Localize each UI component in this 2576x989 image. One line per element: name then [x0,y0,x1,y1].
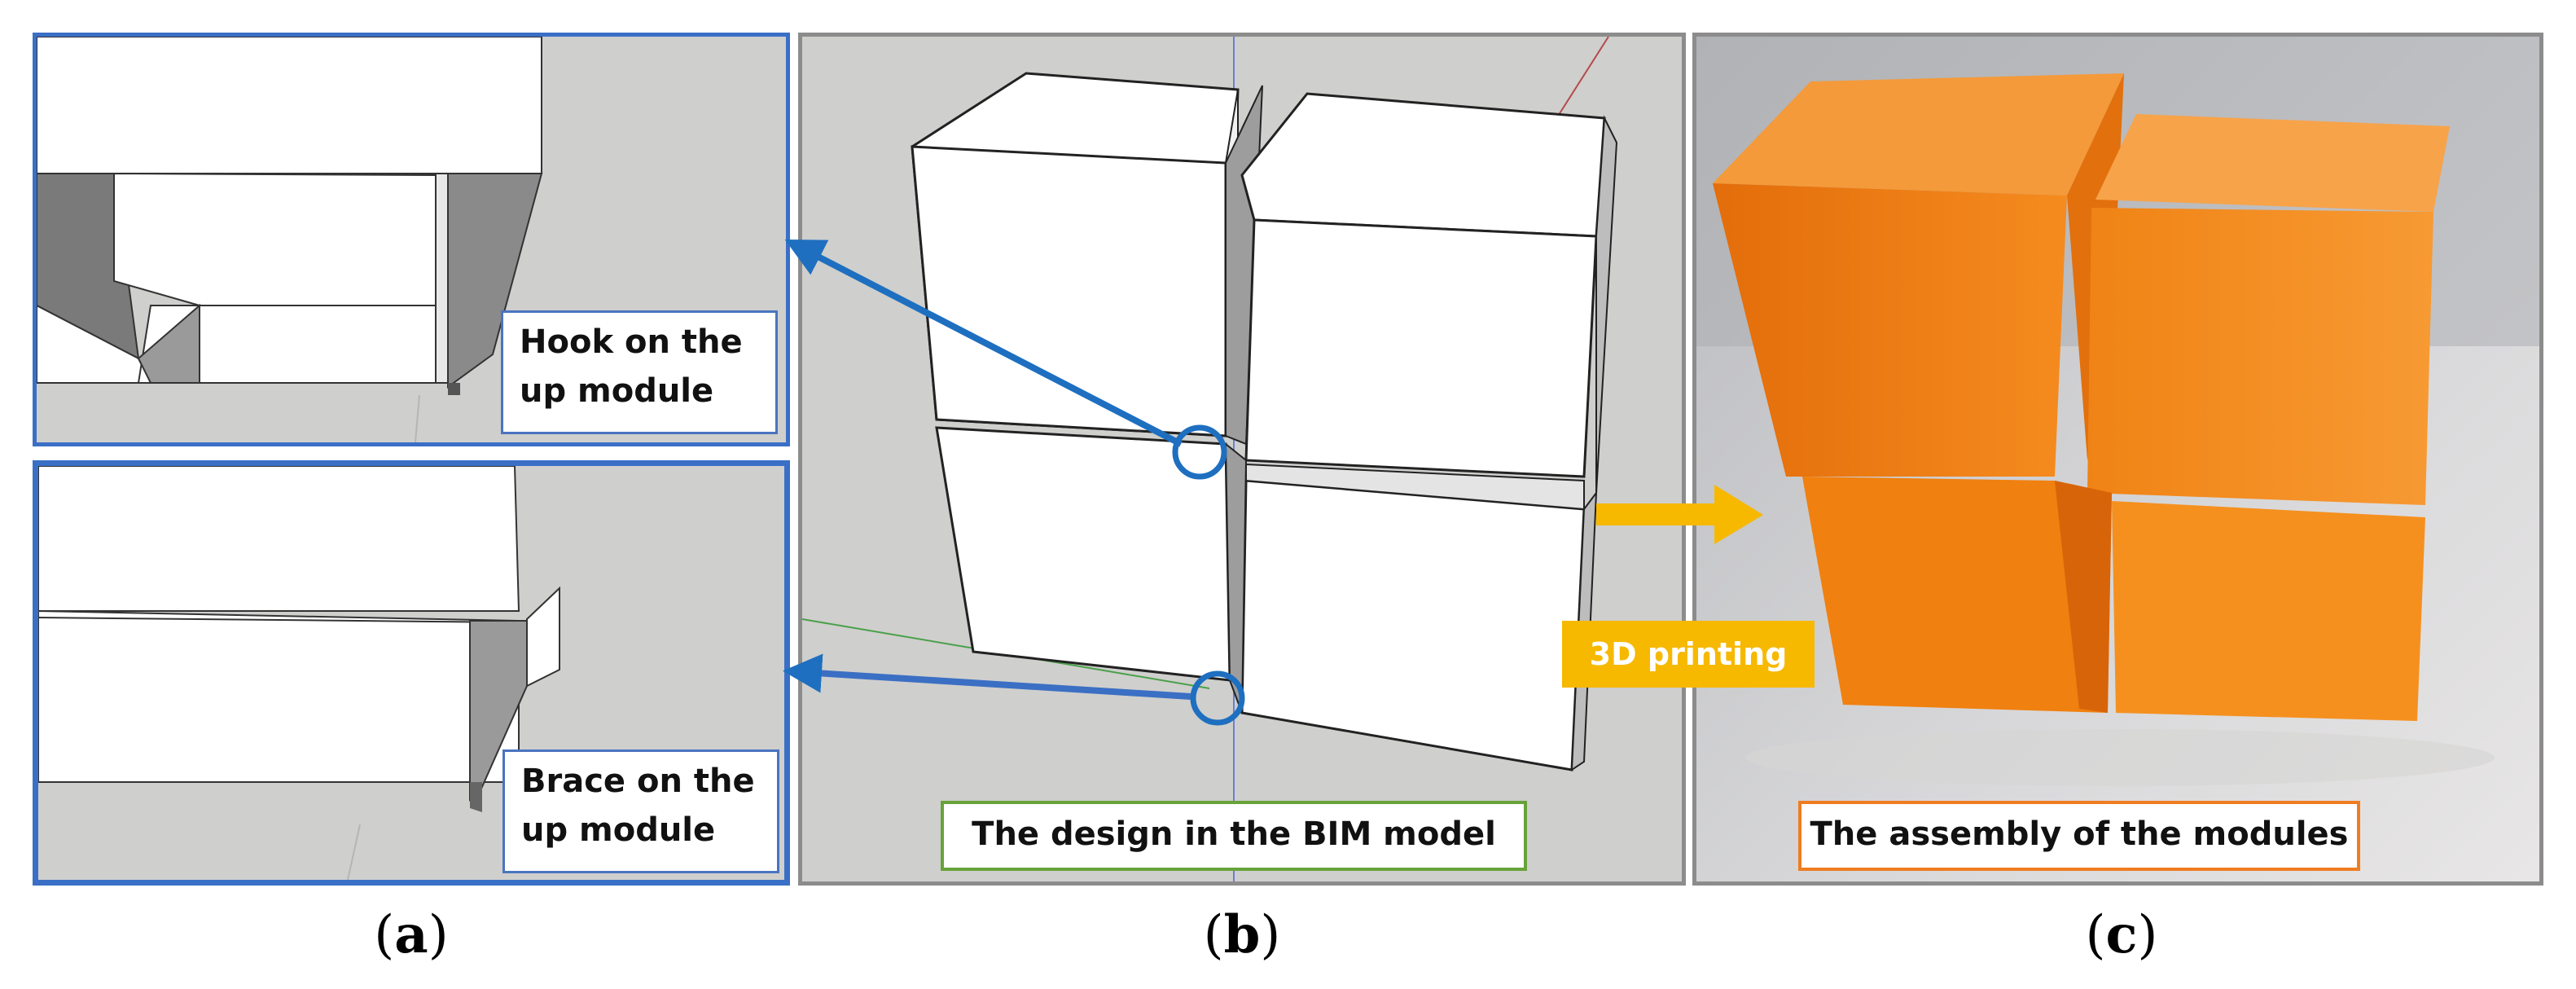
print-process-tag: 3D printing [1562,621,1815,688]
hook-detail-drawing [37,37,786,442]
brace-leader-arrow [783,653,1191,700]
label-b: (b) [1203,904,1281,965]
bim-caption: The design in the BIM model [941,801,1527,871]
panel-b-bim-model: The design in the BIM model [798,33,1686,886]
printed-module-right [2095,114,2450,212]
brace-callout-line1: Brace on the [521,763,755,800]
label-c: (c) [2085,904,2158,965]
panel-a-top-detail: Hook on the up module [33,33,790,446]
panel-c-printed-assembly: The assembly of the modules [1692,33,2543,886]
print-arrow [1596,485,1763,544]
label-a: (a) [374,904,449,965]
hook-callout: Hook on the up module [501,310,778,434]
printed-module-left-top [1713,73,2124,196]
hook-leader-arrow [784,239,1183,447]
axis-red [1551,37,1609,127]
assembly-caption: The assembly of the modules [1798,801,2360,871]
bim-model-drawing [802,37,1682,881]
brace-highlight-circle [1190,670,1245,726]
brace-callout-line2: up module [521,811,716,849]
hook-highlight-circle [1172,424,1227,480]
printed-module-bottom-right [2112,501,2425,721]
panel-a-bottom-detail: Brace on the up module [33,460,790,886]
hook-callout-line1: Hook on the [520,323,743,361]
printed-assembly-photo [1696,37,2539,881]
printed-module-bottom-left [1802,477,2112,713]
brace-callout: Brace on the up module [502,749,779,873]
hook-callout-line2: up module [520,372,714,410]
